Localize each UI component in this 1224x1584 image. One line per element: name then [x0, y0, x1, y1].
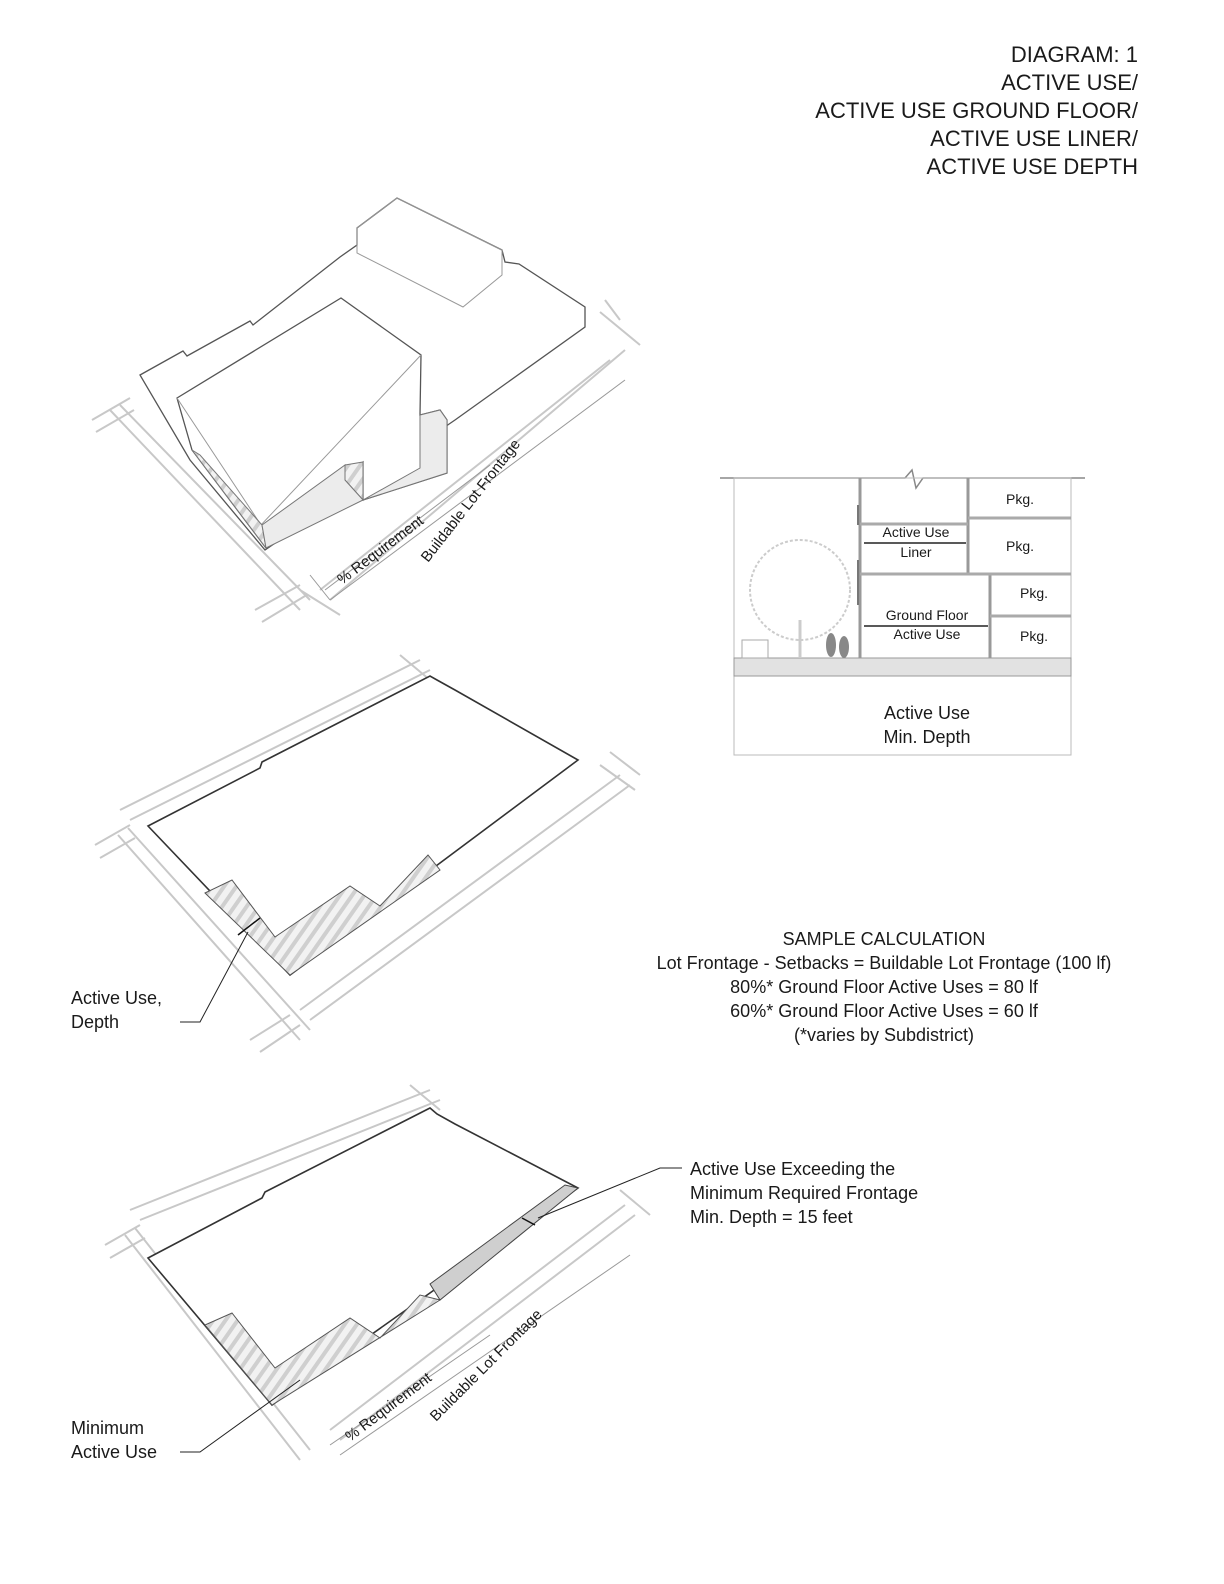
depth-callout: Depth	[71, 1012, 119, 1032]
buildable-lot-frontage-label: Buildable Lot Frontage	[427, 1306, 546, 1425]
sample-line: 60%* Ground Floor Active Uses = 60 lf	[730, 1001, 1039, 1021]
active-use-depth-plan: Active Use, Depth	[71, 654, 641, 1053]
minimum-active-use-hatch	[204, 1294, 442, 1406]
title-line: ACTIVE USE DEPTH	[927, 154, 1138, 179]
active-use-hatch	[204, 854, 441, 976]
title-line: ACTIVE USE/	[1001, 70, 1139, 95]
sample-line: 80%* Ground Floor Active Uses = 80 lf	[730, 977, 1039, 997]
minimum-callout: Minimum	[71, 1418, 144, 1438]
exceeding-active-use-strip	[429, 1184, 580, 1301]
isometric-massing-diagram: % Requirement Buildable Lot Frontage	[91, 197, 641, 623]
liner-label: Active Use	[883, 524, 950, 540]
liner-label: Liner	[900, 544, 931, 560]
parking-label: Pkg.	[1020, 585, 1048, 601]
parking-label: Pkg.	[1006, 491, 1034, 507]
percent-requirement-label: % Requirement	[342, 1369, 435, 1445]
exceeding-callout: Active Use Exceeding the	[690, 1159, 895, 1179]
sample-line: (*varies by Subdistrict)	[794, 1025, 974, 1045]
street-lines	[91, 299, 641, 623]
diagram-title: DIAGRAM: 1 ACTIVE USE/ ACTIVE USE GROUND…	[815, 42, 1139, 179]
minimum-active-use-plan: % Requirement Buildable Lot Frontage Act…	[71, 1084, 918, 1462]
building-section-diagram: Pkg. Pkg. Pkg. Pkg. Active Use Liner Gro…	[720, 468, 1085, 756]
title-line: ACTIVE USE GROUND FLOOR/	[815, 98, 1139, 123]
parking-label: Pkg.	[1020, 628, 1048, 644]
ground-floor-label: Ground Floor	[886, 607, 969, 623]
exceeding-callout: Min. Depth = 15 feet	[690, 1207, 853, 1227]
pedestrian-icons	[826, 633, 849, 658]
section-caption: Active Use	[884, 703, 970, 723]
ground-floor-label: Active Use	[894, 626, 961, 642]
parking-label: Pkg.	[1006, 538, 1034, 554]
section-caption: Min. Depth	[883, 727, 970, 747]
sample-calculation: SAMPLE CALCULATION Lot Frontage - Setbac…	[657, 929, 1112, 1045]
title-line: DIAGRAM: 1	[1011, 42, 1138, 67]
depth-arrow	[237, 917, 261, 936]
exceeding-callout: Minimum Required Frontage	[690, 1183, 918, 1203]
tree-icon	[749, 539, 851, 641]
percent-requirement-label: % Requirement	[334, 512, 427, 588]
sample-line: Lot Frontage - Setbacks = Buildable Lot …	[657, 953, 1112, 973]
minimum-callout: Active Use	[71, 1442, 157, 1462]
lot-outline	[146, 675, 580, 977]
lot-outline	[146, 1107, 580, 1407]
car-icon	[741, 639, 769, 659]
sample-title: SAMPLE CALCULATION	[783, 929, 986, 949]
depth-callout: Active Use,	[71, 988, 162, 1008]
title-line: ACTIVE USE LINER/	[930, 126, 1139, 151]
